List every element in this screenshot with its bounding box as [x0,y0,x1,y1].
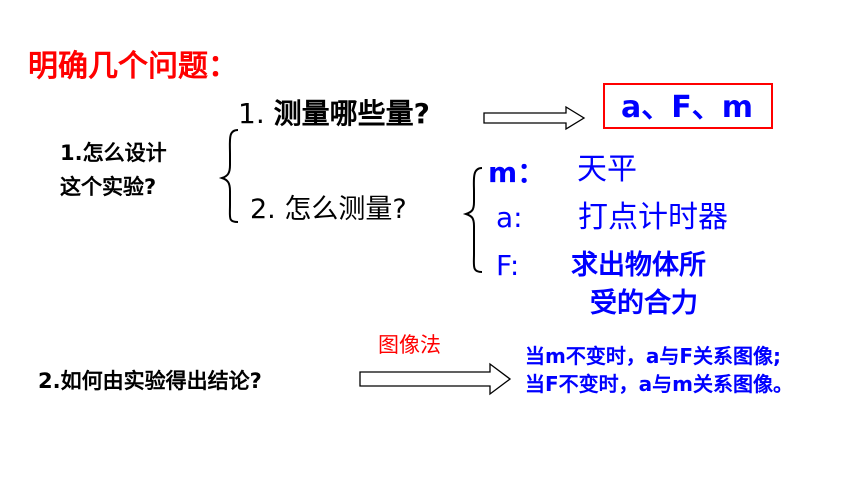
item-m-value: 天平 [577,152,637,187]
item-m-label: m： [488,156,546,189]
sub-question-number: 1. [238,97,274,130]
item-f-value-line-1: 求出物体所 [571,250,706,281]
conclusion-line-1: 当m不变时，a与F关系图像; [525,344,781,368]
question-1-line-1: 1.怎么设计 [60,141,167,165]
item-a-value: 打点计时器 [578,200,728,235]
item-f-value-line-2: 受的合力 [590,288,698,319]
slide-title: 明确几个问题： [28,49,238,84]
arrow-to-answer-icon [483,105,586,131]
left-brace [218,129,239,223]
item-a-label: a: [496,201,523,234]
question-2: 2.如何由实验得出结论? [38,369,262,393]
sub-question-text: 测量哪些量? [273,97,430,130]
conclusion-line-2: 当F不变时，a与m关系图像。 [525,372,793,396]
answer-box [603,83,773,129]
item-f-label: F: [496,249,520,282]
method-label: 图像法 [378,333,441,357]
sub-question-how-measure: 2. 怎么测量? [250,194,407,225]
answer-quantities: a、F、m [621,90,753,125]
right-brace [462,167,483,273]
arrow-to-conclusion-icon [359,362,512,396]
question-1-line-2: 这个实验? [60,175,157,199]
sub-question-measure-what: 1. 测量哪些量? [238,100,430,128]
